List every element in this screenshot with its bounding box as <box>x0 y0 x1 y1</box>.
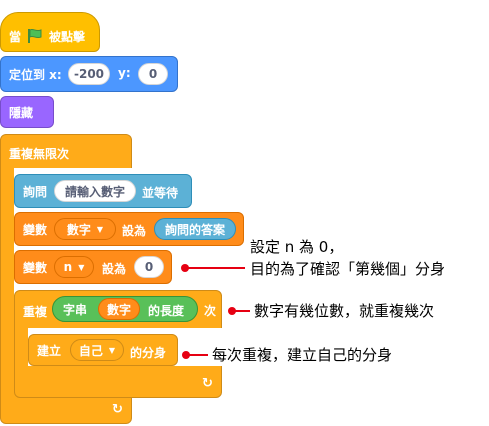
hide-block[interactable]: 隱藏 <box>0 96 54 128</box>
set2-mid: 設為 <box>102 262 127 276</box>
forever-label: 重複無限次 <box>9 147 70 161</box>
chevron-down-icon: ▼ <box>96 224 104 234</box>
set1-mid: 設為 <box>122 224 147 238</box>
annotation-line-1 <box>185 267 245 269</box>
annotation-set-n: 設定 n 為 0， <box>250 238 344 256</box>
loop-arrow-icon: ↻ <box>202 376 213 391</box>
repeat-label: 重複 <box>23 305 48 319</box>
annotation-clone: 每次重複，建立自己的分身 <box>212 346 393 364</box>
set1-label: 變數 <box>23 222 48 237</box>
ask-suffix: 並等待 <box>142 186 179 200</box>
annotation-dot-1 <box>181 264 189 272</box>
answer-reporter[interactable]: 詢問的答案 <box>154 218 236 240</box>
clone-suffix: 的分身 <box>130 346 167 360</box>
set1-variable: 數字 <box>66 222 91 237</box>
clone-label: 建立 <box>37 343 62 358</box>
set2-variable-dropdown[interactable]: n▼ <box>54 256 94 278</box>
set2-value-input[interactable]: 0 <box>134 256 164 278</box>
annotation-set-n-purpose: 目的為了確認「第幾個」分身 <box>250 260 446 278</box>
goto-x-input[interactable]: -200 <box>68 63 110 85</box>
goto-y-label: y: <box>118 66 131 80</box>
annotation-dot-2 <box>228 307 236 315</box>
repeat-suffix: 次 <box>204 304 217 318</box>
clone-target-dropdown[interactable]: 自己 ▼ <box>70 339 124 361</box>
length-suffix: 的長度 <box>148 304 185 318</box>
chevron-down-icon: ▼ <box>78 262 85 272</box>
goto-y-input[interactable]: 0 <box>138 63 168 85</box>
chevron-down-icon: ▼ <box>108 345 116 355</box>
annotation-line-3 <box>186 354 208 356</box>
ask-question-input[interactable]: 請輸入數字 <box>54 180 136 202</box>
hat-label: 當 <box>9 29 22 44</box>
hide-label: 隱藏 <box>9 105 34 120</box>
length-variable-reporter[interactable]: 數字 <box>98 298 140 320</box>
length-prefix: 字串 <box>63 302 88 317</box>
set2-label: 變數 <box>23 260 48 275</box>
loop-arrow-icon: ↻ <box>112 402 123 417</box>
annotation-line-2 <box>232 310 250 312</box>
ask-label: 詢問 <box>23 184 48 199</box>
annotation-dot-3 <box>182 351 190 359</box>
set1-variable-dropdown[interactable]: 數字 ▼ <box>54 218 116 240</box>
green-flag-icon <box>27 28 43 43</box>
hat-suffix: 被點擊 <box>49 29 86 44</box>
clone-target: 自己 <box>78 343 103 358</box>
when-flag-clicked-block[interactable]: 當 被點擊 <box>0 12 100 52</box>
set2-variable: n <box>63 260 73 274</box>
goto-label: 定位到 x: <box>9 67 62 82</box>
annotation-repeat: 數字有幾位數，就重複幾次 <box>254 302 435 320</box>
